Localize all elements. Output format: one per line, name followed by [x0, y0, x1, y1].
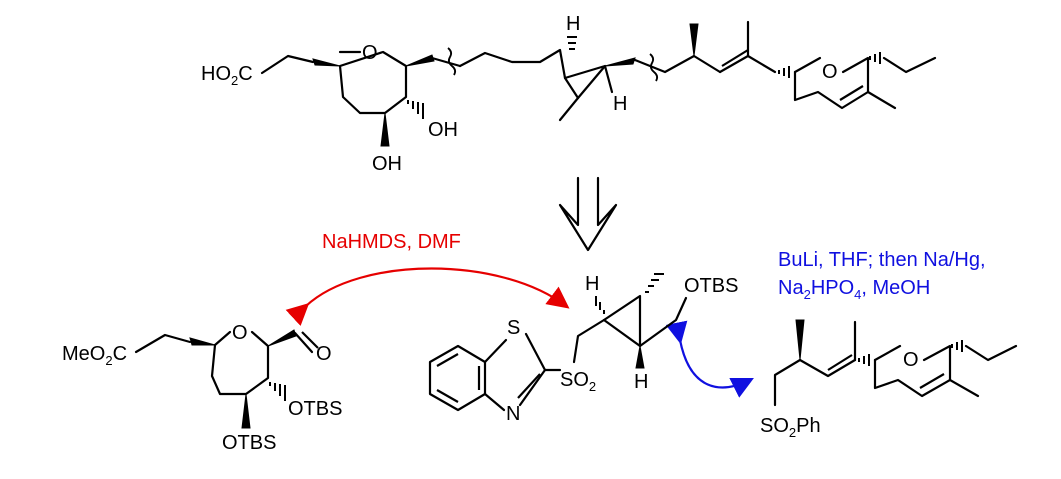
reagent-red: NaHMDS, DMF	[322, 231, 461, 253]
aldehyde-ester-label: MeO2C	[62, 343, 127, 368]
phenylsulfone-fragment: SO2Ph O	[760, 319, 1018, 440]
target-acid-label: HO2C	[201, 63, 253, 88]
aldehyde-fragment: MeO2C O O OTBS OTBS	[62, 322, 342, 454]
target-h-bottom: H	[613, 93, 627, 115]
hash-phsulfone-pyran-2	[951, 340, 963, 352]
sulfone-h-top: H	[585, 273, 599, 295]
target-ring-oxygen-1: O	[362, 42, 378, 64]
bond-break-2	[649, 53, 659, 82]
hash-pyran-1	[778, 66, 790, 78]
hash-methyl	[645, 273, 664, 293]
aldehyde-ring-oxygen: O	[232, 322, 248, 344]
phenylsulfone-label: SO2Ph	[760, 415, 821, 440]
target-hydroxyl-2: OH	[372, 153, 402, 175]
target-ring-oxygen-2: O	[822, 61, 838, 83]
reagent-blue-line1: BuLi, THF; then Na/Hg,	[778, 249, 986, 271]
sulfone-otbs: OTBS	[684, 275, 738, 297]
sulfone-h-bottom: H	[634, 371, 648, 393]
phenylsulfone-ring-oxygen: O	[903, 349, 919, 371]
target-molecule: HO2C O OH OH H H	[201, 13, 937, 175]
blue-coupling-arrow	[665, 320, 754, 398]
aldehyde-carbonyl-oxygen: O	[316, 343, 332, 365]
retrosynthesis-arrow	[558, 176, 618, 252]
sulfone-fragment: S N SO2 H H OTBS	[428, 273, 738, 425]
target-h-top: H	[566, 13, 580, 35]
hash-sulfone-h	[595, 296, 605, 314]
sulfone-so2: SO2	[560, 369, 596, 394]
target-hydroxyl-1: OH	[428, 119, 458, 141]
reagent-blue-line2: Na2HPO4, MeOH	[778, 277, 930, 302]
bond-break-1	[447, 47, 457, 76]
hash-phsulfone-pyran-1	[858, 354, 870, 366]
aldehyde-otbs-1: OTBS	[288, 398, 342, 420]
hash-pyran-2	[869, 52, 881, 64]
red-coupling-arrow	[285, 267, 570, 327]
hash-h-top	[567, 36, 577, 50]
thiazole-n: N	[506, 403, 520, 425]
aldehyde-otbs-2: OTBS	[222, 432, 276, 454]
thiazole-s: S	[507, 317, 520, 339]
hash-otbs-1	[269, 382, 286, 401]
hash-oh-1	[407, 100, 424, 119]
